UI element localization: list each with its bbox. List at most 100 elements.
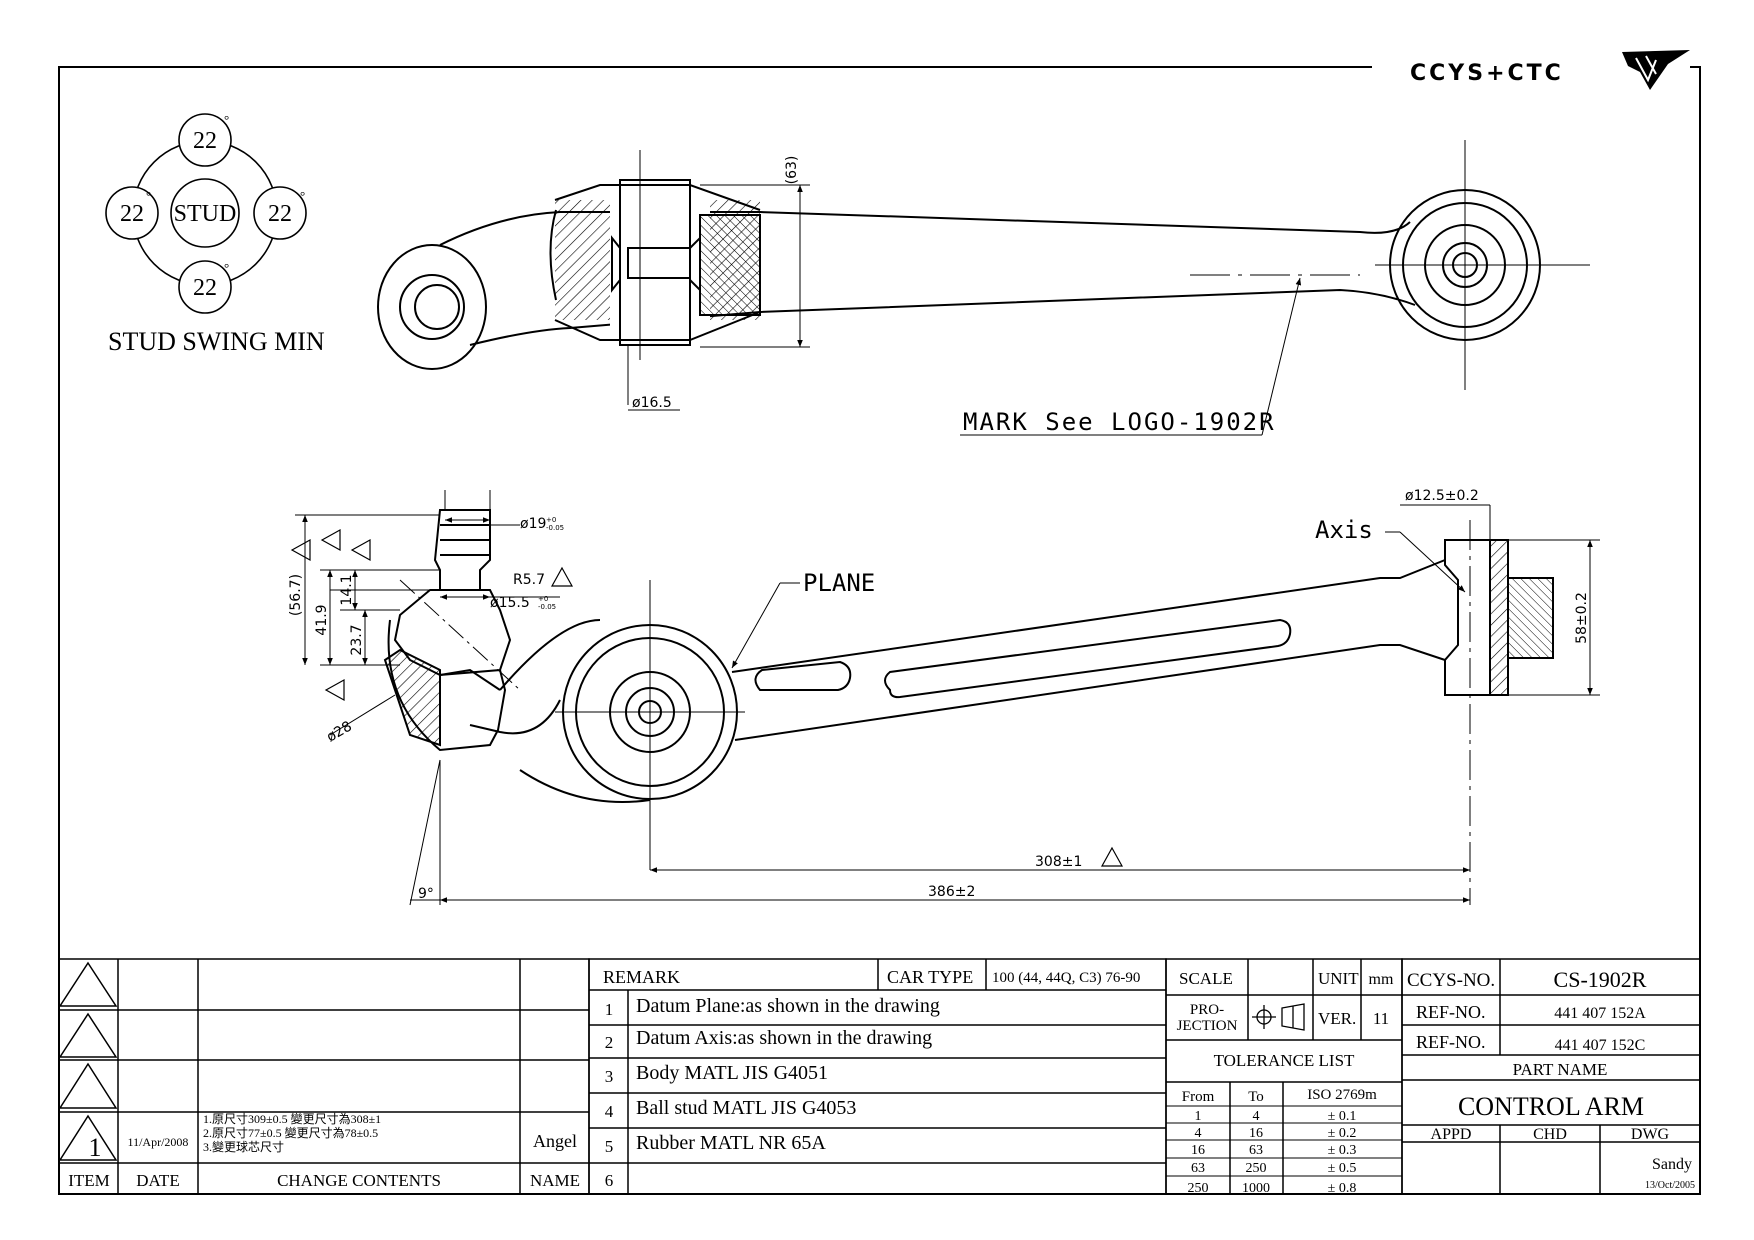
remark-header: REMARK	[603, 967, 680, 987]
stud-swing-diagram	[105, 113, 307, 314]
ref-no-label-1: REF-NO.	[1416, 1002, 1486, 1022]
projection-label-2: JECTION	[1177, 1018, 1238, 1034]
dim-386-label: 386±2	[928, 884, 975, 900]
remark-text-4: Ball stud MATL JIS G4053	[636, 1097, 856, 1119]
projection-symbol-icon	[1252, 1003, 1305, 1031]
datum-triangle-icons	[290, 528, 371, 702]
remark-no-6: 6	[605, 1171, 614, 1190]
tol-r1-from: 1	[1195, 1109, 1202, 1124]
logo-emblem-icon	[1622, 50, 1690, 90]
degree-mark-right: °	[300, 188, 305, 203]
tolerance-header-from: From	[1182, 1089, 1215, 1105]
tol-r1-val: ± 0.1	[1328, 1109, 1357, 1124]
tol-r4-val: ± 0.5	[1328, 1161, 1357, 1176]
projection-label-1: PRO-	[1190, 1002, 1224, 1018]
r5-7-triangle-icon	[550, 566, 574, 587]
part-name-label: PART NAME	[1513, 1060, 1608, 1079]
swing-angle-left: 22	[120, 201, 144, 227]
tol-r4-from: 63	[1191, 1161, 1205, 1176]
car-type-value: 100 (44, 44Q, C3) 76-90	[992, 970, 1140, 986]
revision-header-name: NAME	[530, 1171, 580, 1190]
axis-label: Axis	[1315, 516, 1373, 544]
tol-r1-to: 4	[1253, 1109, 1260, 1124]
dim-phi19-tol-upper: +0	[546, 516, 556, 524]
revision-triangle-icon	[1100, 846, 1124, 867]
degree-mark-left: °	[146, 188, 151, 203]
scale-label: SCALE	[1179, 969, 1233, 988]
remark-no-5: 5	[605, 1137, 614, 1156]
dim-9deg-label: 9°	[418, 886, 434, 902]
plane-label: PLANE	[803, 569, 875, 597]
title-block	[1401, 958, 1701, 1195]
dwg-date: 13/Oct/2005	[1645, 1180, 1695, 1191]
side-view-centerlines	[399, 520, 1471, 906]
side-view	[383, 509, 1554, 803]
stud-center-label: STUD	[174, 201, 237, 227]
revision-change-line-3: 3.變更球芯尺寸	[203, 1139, 284, 1154]
ver-label: VER.	[1318, 1009, 1356, 1028]
tol-r2-from: 4	[1195, 1126, 1202, 1141]
dim-phi15-5-tol-upper: +0	[538, 595, 548, 603]
car-type-label: CAR TYPE	[887, 967, 973, 987]
tol-r3-val: ± 0.3	[1328, 1143, 1357, 1158]
unit-value: mm	[1369, 971, 1394, 988]
dim-phi15-5-label: ø15.5	[490, 595, 530, 611]
remark-no-3: 3	[605, 1067, 614, 1086]
remark-text-2: Datum Axis:as shown in the drawing	[636, 1027, 932, 1049]
revision-row-name: Angel	[533, 1131, 577, 1151]
tol-r3-from: 16	[1191, 1143, 1205, 1158]
tol-r3-to: 63	[1249, 1143, 1263, 1158]
stud-swing-caption: STUD SWING MIN	[108, 327, 325, 356]
axis-leader	[1385, 531, 1466, 593]
swing-angle-bottom: 22	[193, 275, 217, 301]
ref-no-label-2: REF-NO.	[1416, 1032, 1486, 1052]
appd-label: APPD	[1431, 1126, 1472, 1143]
dim-phi16-5-label: ø16.5	[632, 395, 672, 411]
tol-r5-val: ± 0.8	[1328, 1181, 1357, 1196]
revision-change-line-1: 1.原尺寸309±0.5 變更尺寸為308±1	[203, 1111, 381, 1126]
degree-mark-bottom: °	[224, 260, 229, 275]
ref-no-value-2: 441 407 152C	[1555, 1037, 1646, 1054]
plane-leader	[731, 582, 800, 669]
remark-text-3: Body MATL JIS G4051	[636, 1062, 828, 1084]
revision-change-line-2: 2.原尺寸77±0.5 變更尺寸為78±0.5	[203, 1125, 378, 1140]
revision-triangles	[58, 961, 118, 1161]
tolerance-title: TOLERANCE LIST	[1214, 1051, 1355, 1070]
dim-58	[1500, 539, 1600, 696]
dim-63-label: (63)	[784, 156, 800, 185]
dim-phi19-tol-lower: -0.05	[546, 524, 564, 532]
unit-label: UNIT	[1318, 969, 1359, 988]
tol-r5-to: 1000	[1242, 1181, 1270, 1196]
remark-no-4: 4	[605, 1102, 614, 1121]
remark-text-1: Datum Plane:as shown in the drawing	[636, 995, 940, 1017]
dim-58-label: 58±0.2	[1574, 592, 1590, 644]
revision-row-date: 11/Apr/2008	[128, 1135, 189, 1149]
dim-63	[700, 184, 810, 348]
revision-table	[58, 958, 590, 1195]
part-name: CONTROL ARM	[1458, 1092, 1644, 1121]
tol-r2-to: 16	[1249, 1126, 1263, 1141]
dim-308-label: 308±1	[1035, 854, 1082, 870]
top-view	[377, 179, 1541, 370]
tol-r5-from: 250	[1188, 1181, 1209, 1196]
ref-no-value-1: 441 407 152A	[1554, 1005, 1646, 1022]
dwg-label: DWG	[1631, 1126, 1670, 1143]
tolerance-header-iso: ISO 2769m	[1307, 1087, 1377, 1103]
remark-text-5: Rubber MATL NR 65A	[636, 1132, 826, 1154]
swing-angle-top: 22	[193, 128, 217, 154]
revision-header-item: ITEM	[68, 1171, 110, 1190]
dim-phi16-5	[627, 345, 680, 411]
tolerance-header-to: To	[1248, 1089, 1264, 1105]
dim-41-9-label: 41.9	[314, 604, 330, 635]
tolerance-block	[1165, 958, 1403, 1195]
dim-56-7-label: (56.7)	[288, 574, 304, 616]
revision-row-item: 1	[89, 1133, 102, 1162]
dim-r5-7-label: R5.7	[513, 572, 545, 588]
remark-no-1: 1	[605, 1000, 614, 1019]
mark-leader	[960, 277, 1302, 436]
ccys-no-value: CS-1902R	[1554, 967, 1647, 992]
dwg-name: Sandy	[1652, 1156, 1692, 1173]
swing-angle-right: 22	[268, 201, 292, 227]
mark-note: MARK See LOGO-1902R	[963, 408, 1276, 436]
